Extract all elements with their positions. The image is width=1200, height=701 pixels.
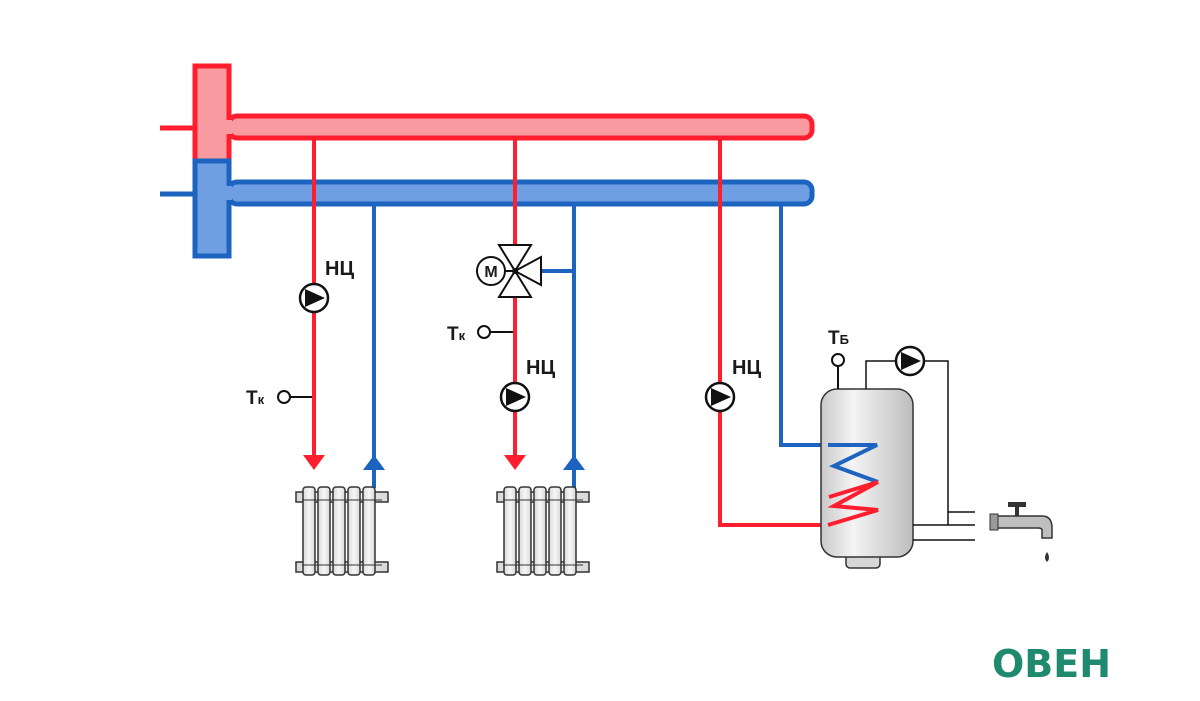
radiator-icon bbox=[295, 486, 389, 576]
circuit-2-flow-arrow bbox=[504, 455, 526, 470]
oven-logo: ОВЕН bbox=[992, 642, 1111, 686]
temperature-sensor-icon bbox=[477, 325, 513, 339]
pump-icon bbox=[704, 381, 736, 413]
heating-coil-cold bbox=[828, 443, 879, 484]
tank-return-pipe bbox=[779, 206, 828, 447]
circuit-1: НЦ Тк bbox=[246, 140, 389, 576]
pump-icon bbox=[894, 345, 926, 377]
hydraulic-separator bbox=[160, 63, 232, 259]
svg-text:ОВЕН: ОВЕН bbox=[992, 642, 1111, 686]
tank-supply-pipe bbox=[718, 140, 828, 527]
temperature-sensor-icon bbox=[277, 390, 312, 404]
circuit-3: НЦ ТБ bbox=[704, 140, 1053, 569]
supply-collector bbox=[226, 113, 815, 141]
circuit-1-flow-arrow bbox=[303, 455, 325, 470]
pump-icon bbox=[499, 381, 531, 413]
heating-coil-hot bbox=[827, 480, 879, 527]
circuit-1-return-arrow bbox=[363, 455, 385, 470]
pump-label: НЦ bbox=[526, 357, 555, 379]
return-collector bbox=[226, 179, 815, 207]
pump-label: НЦ bbox=[325, 258, 354, 280]
temperature-sensor-icon bbox=[831, 353, 845, 389]
circuit-2-return-arrow bbox=[563, 455, 585, 470]
tank-sensor-label: ТБ bbox=[828, 328, 849, 349]
radiator-icon bbox=[496, 486, 590, 576]
three-way-valve-icon bbox=[497, 244, 542, 298]
motor-actuator-icon: М bbox=[476, 256, 506, 286]
pump-icon bbox=[298, 282, 330, 314]
temp-sensor-label: Тк bbox=[447, 324, 466, 345]
water-heater-tank bbox=[820, 388, 914, 569]
water-tap-icon bbox=[989, 502, 1053, 562]
svg-text:М: М bbox=[484, 264, 497, 281]
temp-sensor-label: Тк bbox=[246, 388, 265, 409]
circuit-2: М Тк НЦ bbox=[447, 140, 590, 576]
pump-label: НЦ bbox=[732, 357, 761, 379]
